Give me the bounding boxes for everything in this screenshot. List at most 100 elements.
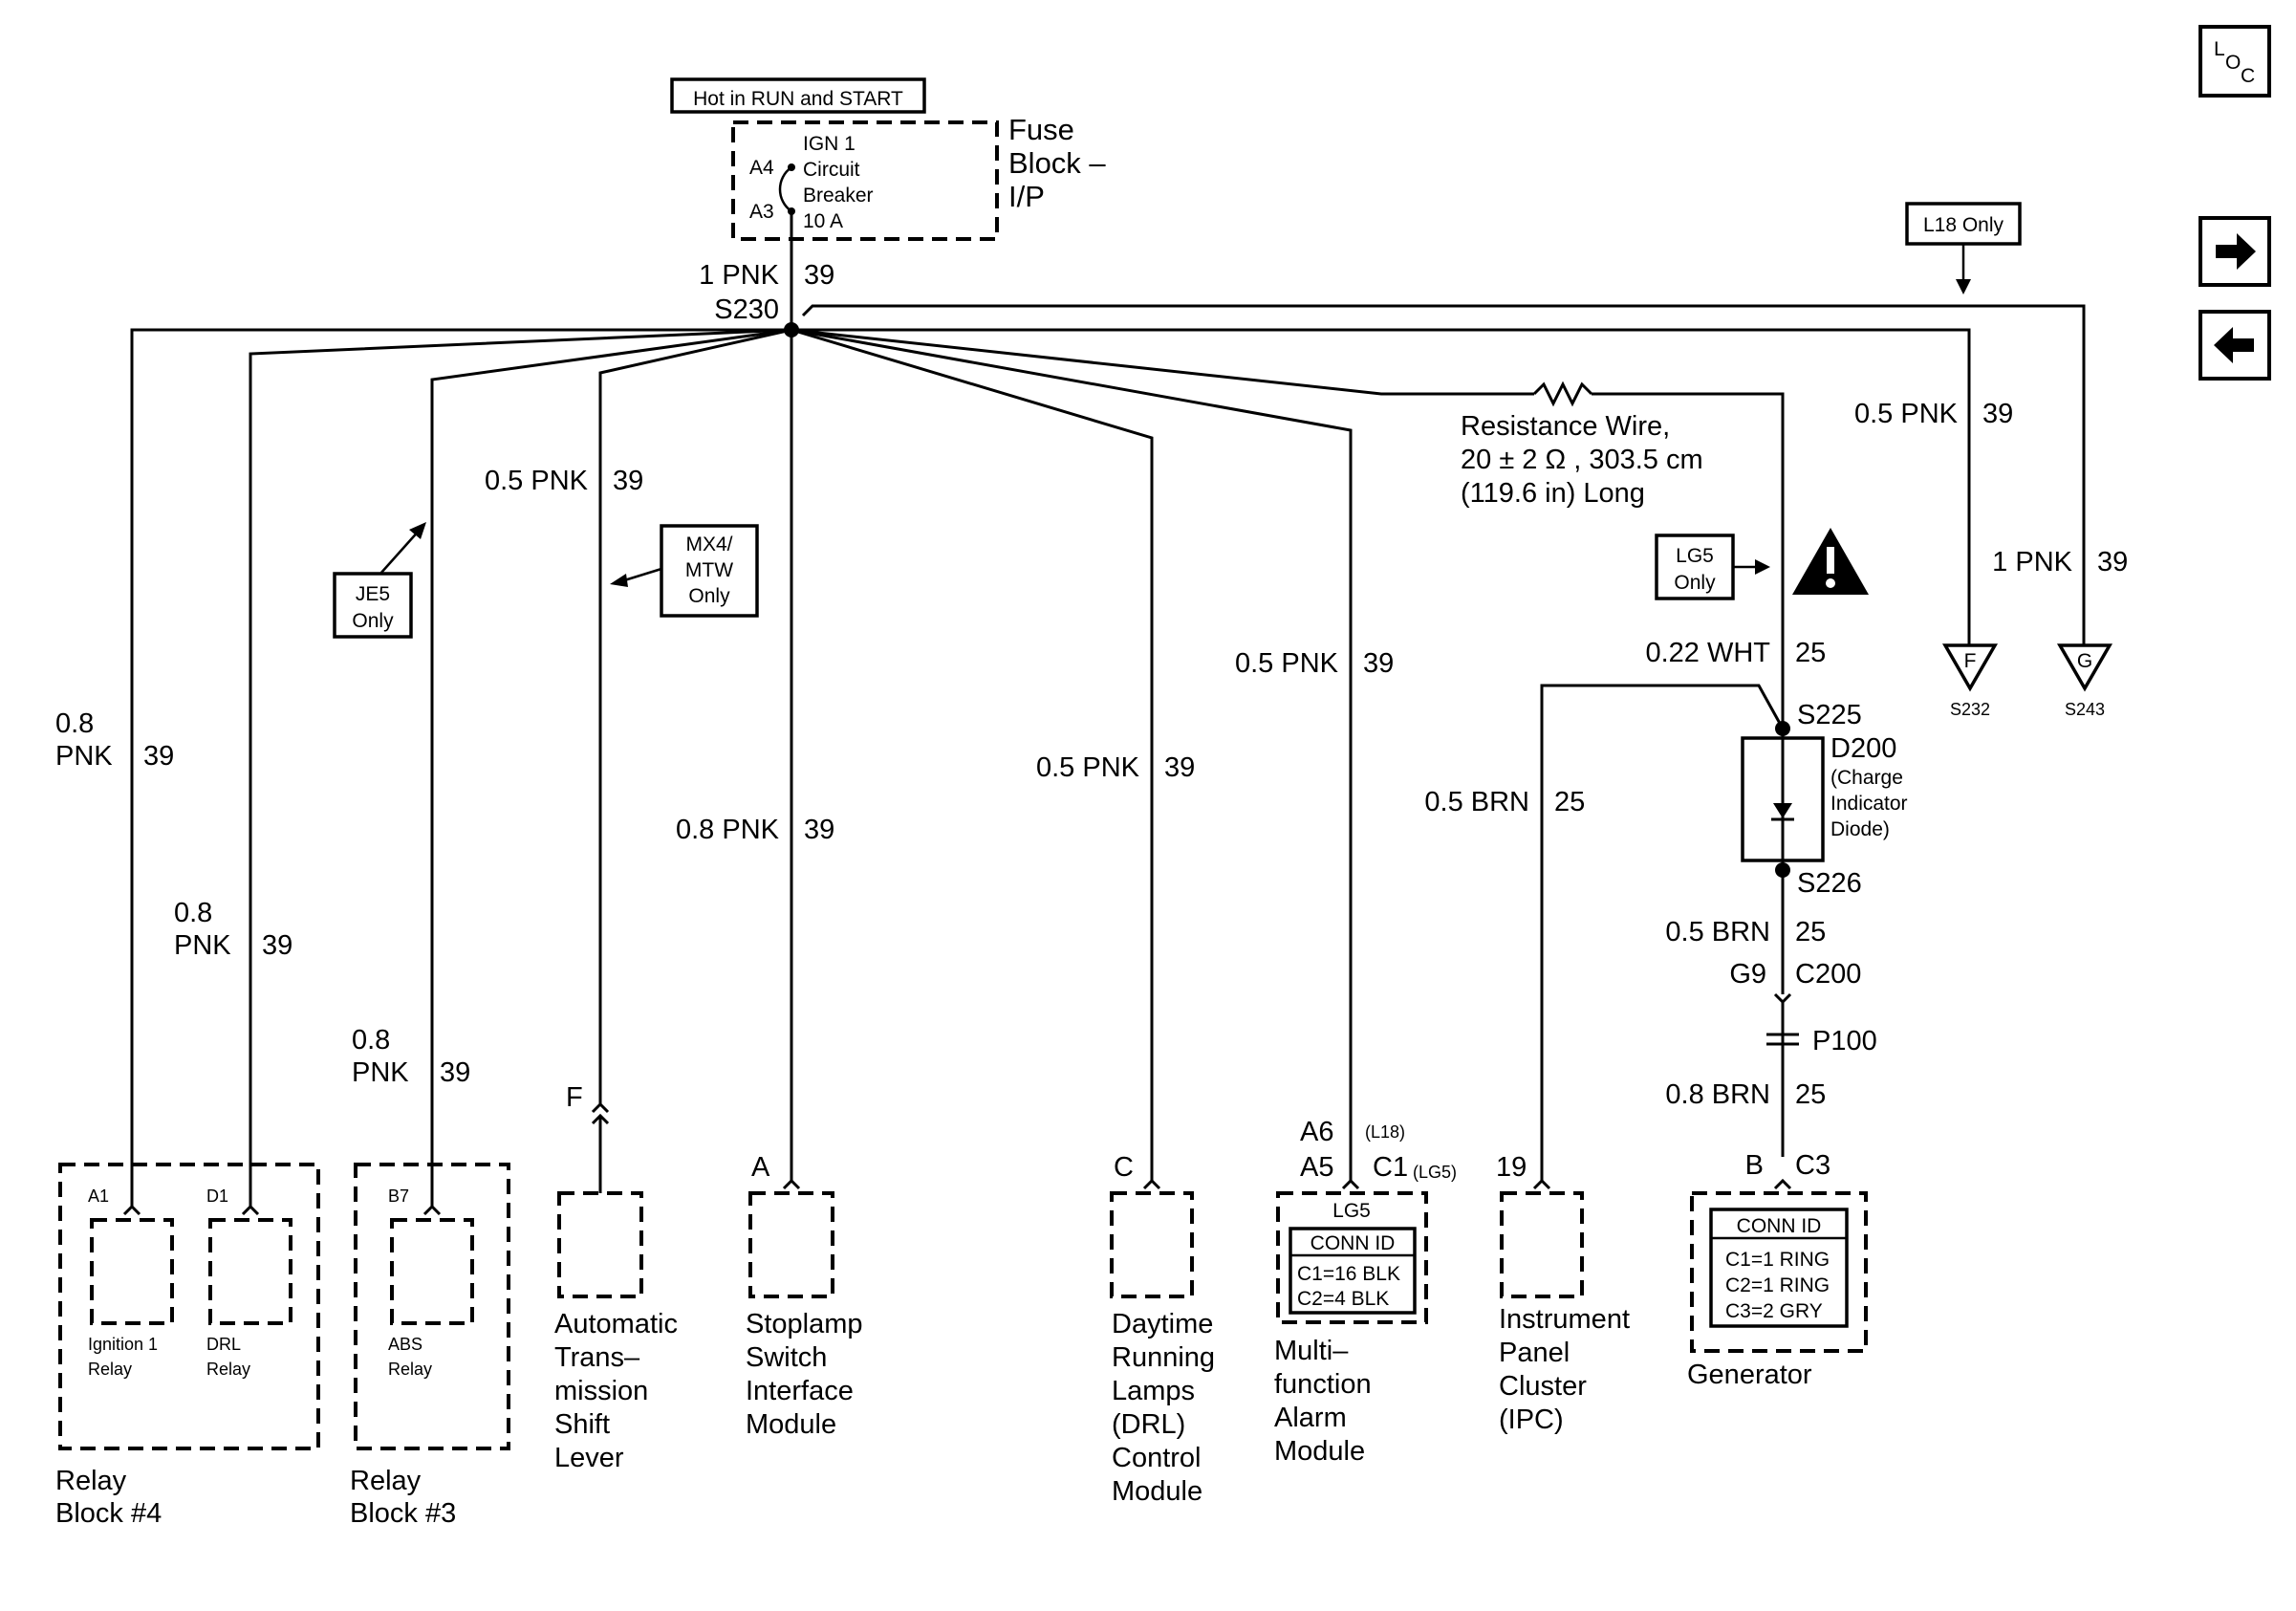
relay3-b7-terminal (422, 1204, 442, 1216)
relay4-a1-terminal (122, 1204, 141, 1216)
charge-wire-gauge: 0.22 WHT (1645, 638, 1770, 668)
mx4-pointer-arrow (620, 567, 662, 583)
ipc-component[interactable]: 0.5 BRN 25 19 Instrument Panel Cluster (… (1424, 684, 1785, 1435)
generator-conn-id-table (1709, 1208, 1849, 1328)
drl-wire-gauge: 0.5 PNK (1036, 752, 1140, 783)
abs-relay-label-1: ABS (388, 1335, 422, 1354)
fuse-block-name-2: Block – (1008, 146, 1106, 180)
stoplamp-component[interactable]: 0.8 PNK 39 A Stoplamp Switch Interface M… (676, 815, 863, 1440)
charge-indicator-circuit[interactable]: LG5 Only 0.22 WHT 25 S225 D200 (Charge I… (1645, 528, 1908, 1190)
je5-pointer-head (409, 522, 426, 539)
prev-button-frame (2199, 310, 2271, 381)
ignition1-relay-box (90, 1218, 174, 1325)
splice-g-symbol (2056, 643, 2113, 692)
relay3-wire-gauge-2: PNK (352, 1057, 409, 1088)
hot-in-run-start-label-box (670, 77, 926, 114)
mx4-option-line-3: Only (688, 585, 730, 607)
je5-option-line-1: JE5 (356, 583, 390, 605)
l18-splices[interactable]: L18 Only 0.5 PNK 39 1 PNK 39 F S232 G S2… (1854, 202, 2128, 719)
stoplamp-name-1: Stoplamp (746, 1309, 863, 1339)
alarm-module-component[interactable]: 0.5 PNK 39 A6 (L18) A5 C1 (LG5) LG5 CONN… (1235, 648, 1457, 1467)
fuse-block-outline (731, 120, 999, 241)
relay3-pin-b7: B7 (388, 1186, 409, 1206)
je5-option-line-2: Only (352, 610, 394, 632)
splice-f-symbol (1941, 643, 1999, 692)
alarm-conn-id-row-2: C2=4 BLK (1297, 1288, 1389, 1310)
previous-page-button[interactable] (2199, 310, 2271, 381)
fuse-pin-a4: A4 (749, 157, 774, 179)
generator-conn-id-row-1: C1=1 RING (1725, 1249, 1830, 1271)
stoplamp-box (748, 1191, 834, 1298)
relay4-drl-wire-circuit: 39 (262, 930, 292, 961)
location-letter-c: C (2241, 65, 2255, 87)
abs-relay-box (390, 1218, 474, 1325)
main-wire-gauge: 1 PNK (699, 260, 779, 291)
relay4-wire-circuit: 39 (143, 741, 174, 772)
splice-s225-label: S225 (1797, 700, 1862, 730)
drl-relay-label-1: DRL (206, 1335, 241, 1354)
breaker-line-2: Circuit (803, 159, 860, 181)
generator-conn-id-row-3: C3=2 GRY (1725, 1300, 1823, 1322)
splice-g-label: S243 (2065, 700, 2105, 719)
shift-wire-circuit: 39 (613, 466, 643, 496)
breaker-line-4: 10 A (803, 210, 843, 232)
wire-drl-module (791, 328, 1154, 1181)
drl-box (1110, 1191, 1194, 1298)
ipc-terminal (1532, 1178, 1551, 1190)
generator-component[interactable]: CONN ID C1=1 RING C2=1 RING C3=2 GRY Gen… (1687, 1191, 1868, 1390)
ipc-wire-circuit: 25 (1554, 787, 1585, 817)
stoplamp-wire-circuit: 39 (804, 815, 834, 845)
shift-wire-gauge: 0.5 PNK (485, 466, 589, 496)
je5-option-box (333, 572, 413, 639)
alarm-name-3: Alarm (1274, 1403, 1347, 1433)
ipc-name-3: Cluster (1499, 1371, 1587, 1402)
location-button[interactable]: L O C (2199, 25, 2271, 98)
location-letter-l: L (2214, 38, 2225, 60)
next-button-frame (2199, 216, 2271, 287)
relay4-pin-a1: A1 (88, 1186, 109, 1206)
resistance-wire-symbol (1532, 381, 1593, 407)
breaker-line-3: Breaker (803, 185, 874, 207)
diode-d200-label: D200 (1830, 733, 1896, 764)
alarm-conn-id-table (1289, 1227, 1417, 1315)
arrow-left-icon (2214, 327, 2254, 363)
relay4-wire-gauge-1: 0.8 (55, 708, 94, 739)
splice-s226-label: S226 (1797, 868, 1862, 899)
shift-name-2: Trans– (554, 1342, 640, 1373)
alarm-pin-a6: A6 (1300, 1117, 1333, 1147)
shift-lever-component[interactable]: 0.5 PNK 39 MX4/ MTW Only F Automatic Tra… (485, 466, 759, 1473)
location-letter-o: O (2225, 52, 2241, 74)
charge-wire3-circuit: 25 (1795, 1079, 1826, 1110)
relay3-outline (354, 1163, 510, 1450)
splice-s230-label: S230 (714, 294, 779, 325)
alarm-opt-lg5: (LG5) (1413, 1163, 1457, 1182)
l18-g-wire-gauge: 1 PNK (1992, 547, 2072, 577)
stoplamp-wire-gauge: 0.8 PNK (676, 815, 780, 845)
ipc-name-2: Panel (1499, 1338, 1570, 1368)
drl-module-component[interactable]: 0.5 PNK 39 C Daytime Running Lamps (DRL)… (1036, 752, 1215, 1507)
next-page-button[interactable] (2199, 216, 2271, 287)
drl-name-5: Control (1112, 1443, 1202, 1473)
resistance-line-3: (119.6 in) Long (1461, 478, 1645, 509)
shift-pin-f: F (566, 1082, 583, 1113)
relay-block-4[interactable]: 0.8 PNK 39 0.8 PNK 39 A1 D1 Ignition 1 R… (55, 708, 320, 1529)
relay-block-3[interactable]: 0.8 PNK 39 JE5 Only B7 ABS Relay Relay B… (333, 522, 510, 1529)
drl-name-4: (DRL) (1112, 1409, 1185, 1440)
drl-name-6: Module (1112, 1476, 1202, 1507)
wire-resistance-to-s225 (1592, 392, 1785, 729)
c200-connector (1773, 992, 1792, 1005)
stoplamp-terminal (782, 1178, 801, 1190)
wire-l18-f (791, 328, 1971, 645)
ignition1-relay-label-2: Relay (88, 1360, 132, 1379)
splice-g-letter: G (2077, 650, 2092, 672)
lg5-option-line-1: LG5 (1676, 545, 1714, 567)
drl-relay-label-2: Relay (206, 1360, 250, 1379)
generator-conn-id-row-2: C2=1 RING (1725, 1274, 1830, 1296)
wire-alarm-module (791, 328, 1353, 1181)
p100-label: P100 (1812, 1026, 1877, 1056)
stoplamp-name-4: Module (746, 1409, 836, 1440)
shift-lever-box (557, 1191, 643, 1298)
charge-c200: C200 (1795, 959, 1861, 990)
diode-d200-symbol (1773, 803, 1792, 818)
l18-option-label: L18 Only (1923, 214, 2004, 236)
